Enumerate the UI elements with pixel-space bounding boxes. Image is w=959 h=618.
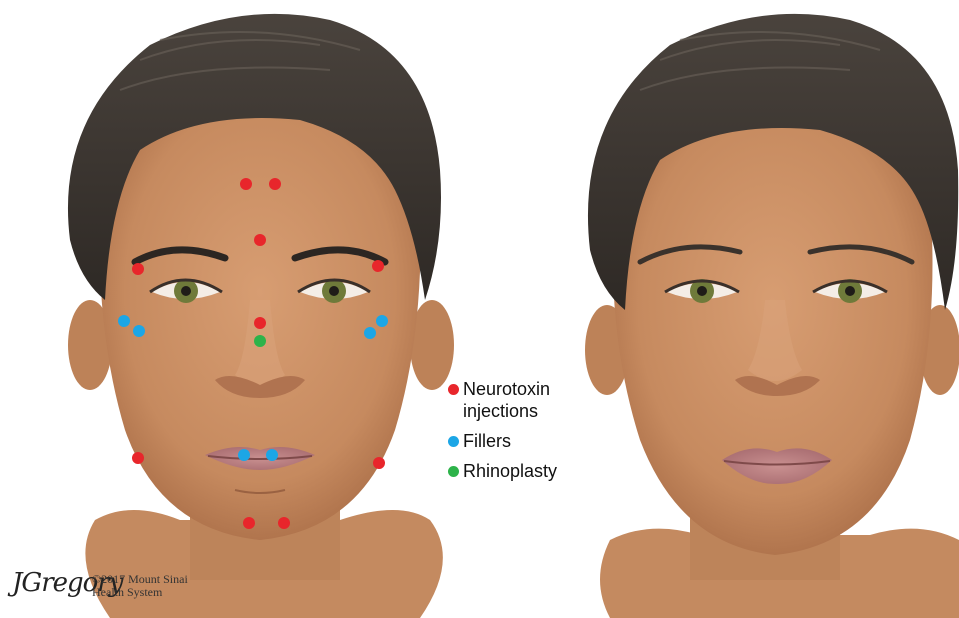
filler-marker — [266, 449, 278, 461]
neurotoxin-marker — [278, 517, 290, 529]
legend-item-rhinoplasty: Rhinoplasty — [448, 460, 608, 482]
copyright-line-2: Health System — [92, 586, 188, 599]
legend-item-fillers: Fillers — [448, 430, 608, 452]
green-dot-icon — [448, 466, 459, 477]
neurotoxin-marker — [240, 178, 252, 190]
filler-marker — [133, 325, 145, 337]
filler-marker — [238, 449, 250, 461]
neurotoxin-marker — [254, 317, 266, 329]
neurotoxin-marker — [132, 263, 144, 275]
neurotoxin-marker — [269, 178, 281, 190]
filler-marker — [376, 315, 388, 327]
rhinoplasty-marker — [254, 335, 266, 347]
neurotoxin-marker — [373, 457, 385, 469]
marker-legend: Neurotoxin injections Fillers Rhinoplast… — [448, 378, 608, 482]
blue-dot-icon — [448, 436, 459, 447]
legend-label-rhinoplasty: Rhinoplasty — [463, 461, 557, 481]
legend-label-fillers: Fillers — [463, 431, 511, 451]
neurotoxin-marker — [254, 234, 266, 246]
filler-marker — [118, 315, 130, 327]
neurotoxin-marker — [132, 452, 144, 464]
neurotoxin-marker — [243, 517, 255, 529]
after-face — [585, 14, 959, 618]
red-dot-icon — [448, 384, 459, 395]
legend-label-neurotoxin: Neurotoxin injections — [463, 379, 550, 421]
legend-item-neurotoxin: Neurotoxin injections — [448, 378, 608, 422]
neurotoxin-marker — [372, 260, 384, 272]
copyright-notice: ©2017 Mount Sinai Health System — [92, 573, 188, 599]
filler-marker — [364, 327, 376, 339]
